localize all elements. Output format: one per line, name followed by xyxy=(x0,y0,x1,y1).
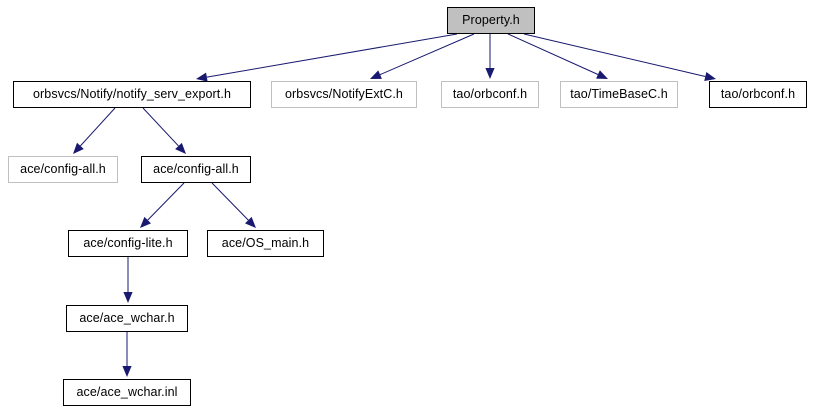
node-ace-ace-wchar-inl[interactable]: ace/ace_wchar.inl xyxy=(63,379,191,406)
node-label: ace/OS_main.h xyxy=(221,236,310,251)
node-notify-serv-export-h[interactable]: orbsvcs/Notify/notify_serv_export.h xyxy=(13,81,251,108)
edge-property-h-to-tao-orbconf-h-1 xyxy=(485,34,495,79)
node-notify-ext-c-h[interactable]: orbsvcs/NotifyExtC.h xyxy=(271,81,417,108)
edge-property-h-to-tao-timebasec-h xyxy=(507,33,608,79)
node-label: orbsvcs/NotifyExtC.h xyxy=(284,87,403,102)
node-label: tao/orbconf.h xyxy=(720,87,796,102)
edge-property-h-to-notify-ext-c-h xyxy=(370,33,475,79)
node-label: orbsvcs/Notify/notify_serv_export.h xyxy=(32,87,232,102)
node-label: ace/ace_wchar.inl xyxy=(76,385,178,400)
node-ace-os-main-h[interactable]: ace/OS_main.h xyxy=(207,230,324,257)
edge-property-h-to-notify-serv-export-h xyxy=(196,33,458,82)
node-label: Property.h xyxy=(462,13,520,28)
edge-ace-config-lite-h-to-ace-ace-wchar-h xyxy=(123,257,133,303)
node-tao-orbconf-h-2[interactable]: tao/orbconf.h xyxy=(709,81,807,108)
node-property-h[interactable]: Property.h xyxy=(447,7,535,34)
edge-notify-serv-export-h-to-ace-config-all-h-1 xyxy=(73,107,116,154)
node-label: ace/config-lite.h xyxy=(83,236,173,251)
node-label: ace/config-all.h xyxy=(153,162,239,177)
edge-notify-serv-export-h-to-ace-config-all-h-2 xyxy=(142,107,186,154)
node-ace-config-all-h-1[interactable]: ace/config-all.h xyxy=(8,156,118,183)
node-ace-ace-wchar-h[interactable]: ace/ace_wchar.h xyxy=(66,305,188,332)
node-tao-timebasec-h[interactable]: tao/TimeBaseC.h xyxy=(560,81,678,108)
node-label: tao/orbconf.h xyxy=(452,87,528,102)
edge-ace-config-all-h-2-to-ace-os-main-h xyxy=(211,182,256,228)
edge-ace-config-all-h-2-to-ace-config-lite-h xyxy=(140,182,185,228)
node-label: ace/ace_wchar.h xyxy=(79,311,175,326)
node-ace-config-lite-h[interactable]: ace/config-lite.h xyxy=(68,230,188,257)
edge-ace-ace-wchar-h-to-ace-ace-wchar-inl xyxy=(122,332,132,377)
edge-property-h-to-tao-orbconf-h-2 xyxy=(523,33,716,81)
node-label: ace/config-all.h xyxy=(20,162,106,177)
node-tao-orbconf-h-1[interactable]: tao/orbconf.h xyxy=(441,81,539,108)
node-ace-config-all-h-2[interactable]: ace/config-all.h xyxy=(141,156,251,183)
node-label: tao/TimeBaseC.h xyxy=(570,87,668,102)
